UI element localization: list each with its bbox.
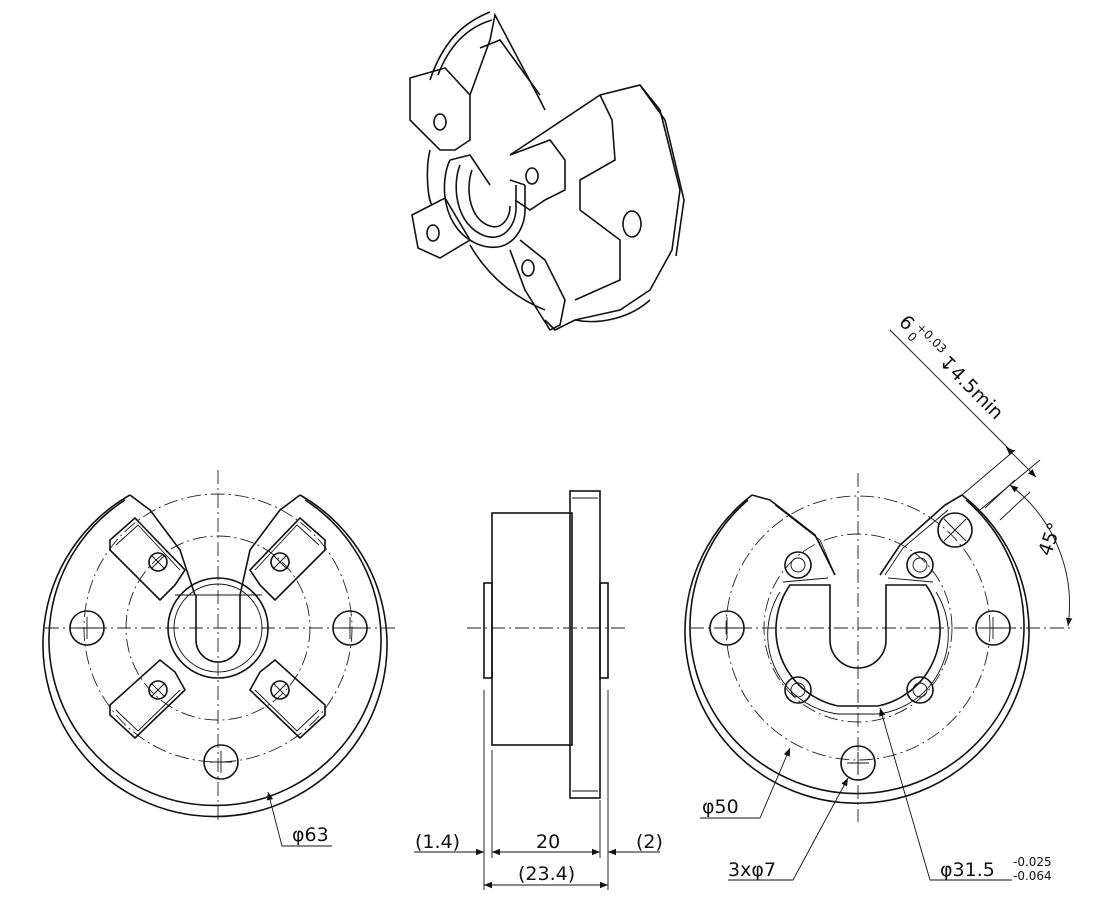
- slot-tol-lower-label: 0: [904, 329, 919, 344]
- overall-diameter-label: φ63: [292, 824, 329, 846]
- slot-tol-upper-label: +0.03: [914, 320, 950, 356]
- bore-label: φ31.5: [940, 859, 995, 881]
- front-view: φ63: [42, 470, 395, 847]
- slot-angle-label: 45°: [1034, 520, 1066, 559]
- isometric-view: [409, 11, 685, 332]
- side-view: 20 (23.4) (1.4) (2): [414, 490, 663, 890]
- pcd-label: φ50: [702, 796, 739, 818]
- width-ref-left-label: (1.4): [415, 831, 460, 853]
- width-ref-right-label: (2): [636, 831, 663, 853]
- rear-view: 45° 6 +0.03 0 ↧4.5min φ50 3xφ7 φ31.5 -0.…: [684, 311, 1073, 883]
- width-total-label: (23.4): [518, 863, 575, 885]
- bore-tol-lower-label: -0.064: [1013, 869, 1052, 883]
- bore-tol-upper-label: -0.025: [1013, 855, 1052, 869]
- slot-depth-label: ↧4.5min: [934, 351, 1008, 425]
- width-main-label: 20: [536, 831, 560, 853]
- holes-label: 3xφ7: [728, 859, 776, 881]
